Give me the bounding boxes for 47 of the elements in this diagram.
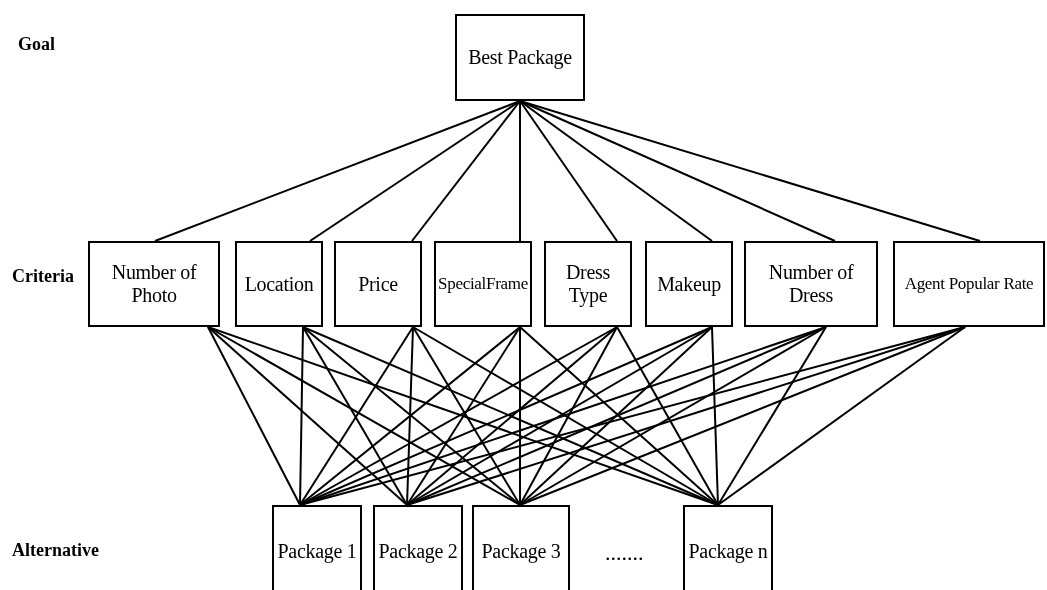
connector-line: [411, 100, 521, 242]
node-text: Package 1: [277, 539, 357, 563]
node-text: Package 2: [378, 539, 458, 563]
connector-line: [519, 100, 521, 242]
connector-line: [616, 326, 719, 506]
node-text: Location: [244, 272, 314, 296]
connector-line: [207, 326, 301, 506]
connector-line: [519, 100, 618, 242]
node-text: Makeup: [657, 272, 721, 296]
criterion-box: [645, 241, 733, 327]
level-label: Alternative: [12, 540, 99, 561]
criterion-box: [434, 241, 532, 327]
node-text: Price: [358, 272, 398, 296]
connector-line: [299, 326, 304, 506]
node-text: SpecialFrame: [438, 274, 528, 294]
connector-line: [519, 100, 713, 242]
criterion-box: [334, 241, 422, 327]
connector-line: [519, 326, 521, 506]
node-text: Number of Photo: [110, 261, 198, 307]
node-text: Best Package: [468, 46, 572, 69]
connector-line: [519, 326, 966, 506]
connector-line: [519, 326, 618, 506]
criterion-box: [235, 241, 323, 327]
alternative-box: [472, 505, 570, 590]
alternative-box: [373, 505, 463, 590]
connector-line: [207, 326, 408, 506]
criterion-box: [893, 241, 1045, 327]
node-text: Number of Dress: [767, 261, 855, 307]
criterion-box: [744, 241, 878, 327]
connector-line: [406, 326, 618, 506]
criterion-box: [544, 241, 632, 327]
goal-box: [455, 14, 585, 101]
level-label: Goal: [18, 34, 55, 55]
connector-line: [309, 100, 521, 242]
node-text: Package n: [688, 539, 768, 563]
criterion-box: [88, 241, 220, 327]
connector-line: [717, 326, 966, 506]
connector-line: [717, 326, 827, 506]
ellipsis-text: .......: [605, 540, 644, 566]
node-text: Dress Type: [564, 261, 612, 307]
node-text: Package 3: [481, 539, 561, 563]
connector-line: [406, 326, 414, 506]
connector-line: [711, 326, 719, 506]
alternative-box: [272, 505, 362, 590]
level-label: Criteria: [12, 266, 74, 287]
node-text: Agent Popular Rate: [904, 274, 1034, 294]
alternative-box: [683, 505, 773, 590]
